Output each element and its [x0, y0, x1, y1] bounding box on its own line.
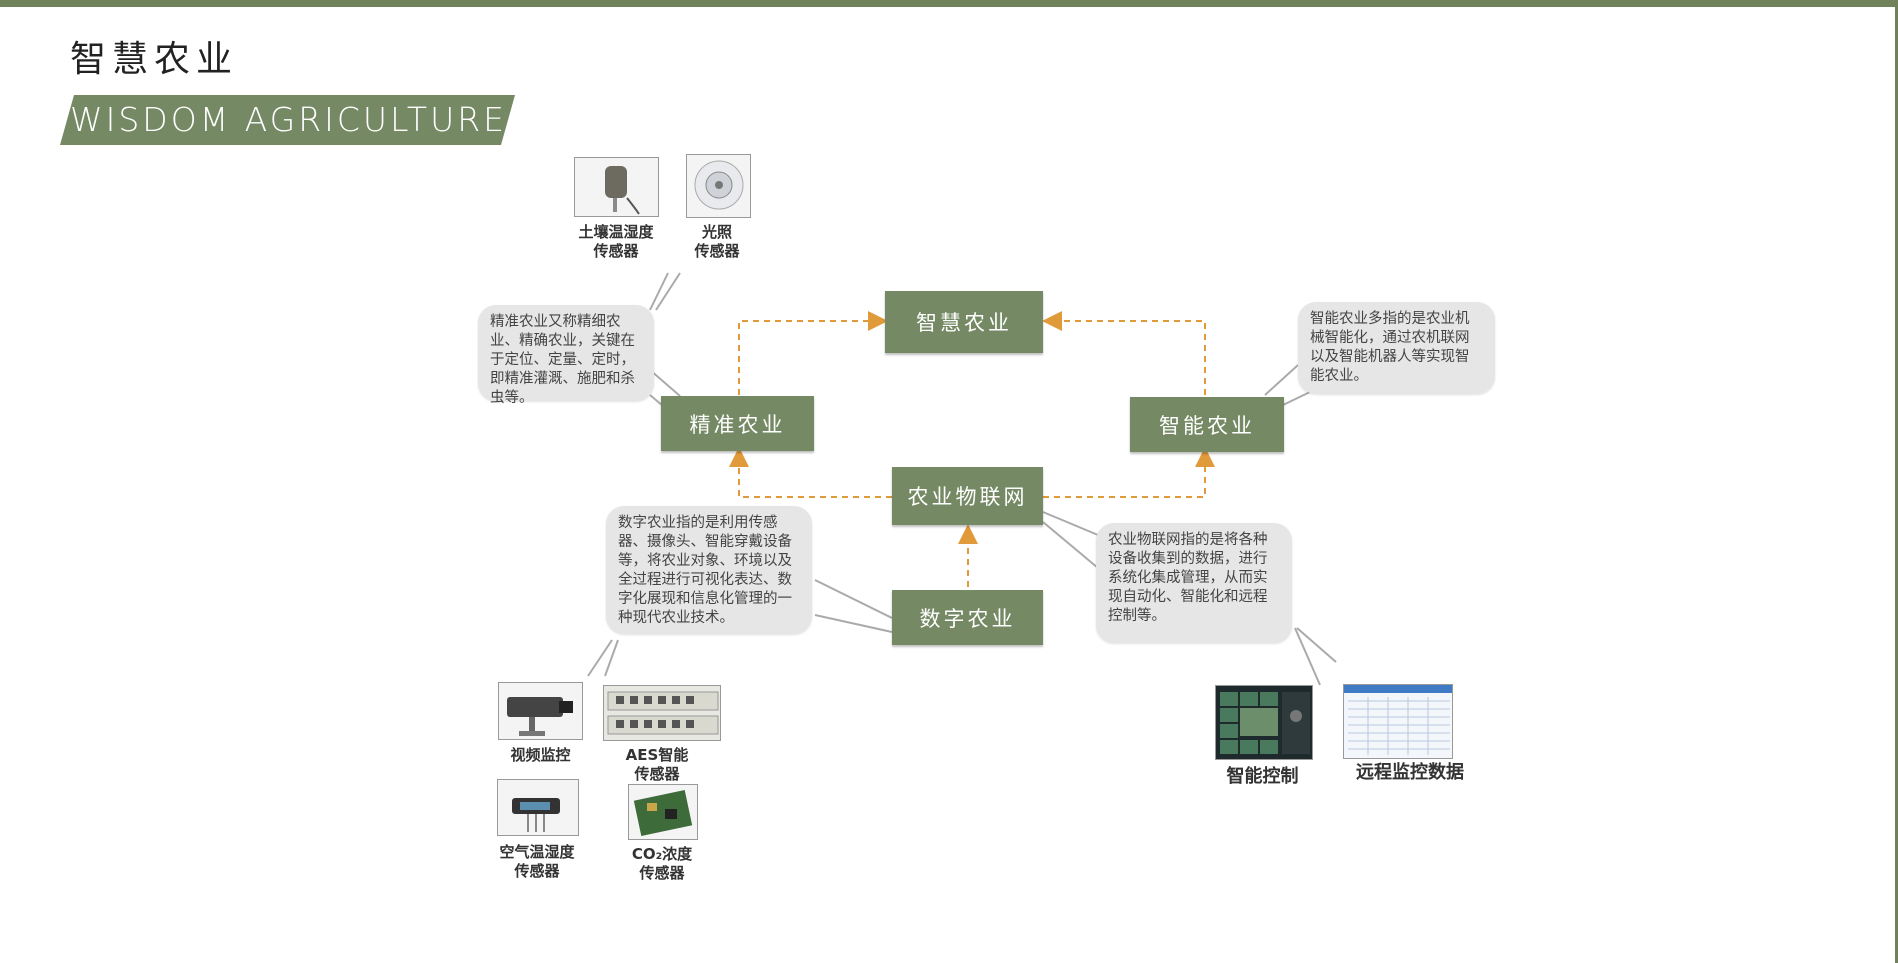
line-bubble-to-precision: [649, 369, 681, 397]
node-digital-agriculture: 数字农业: [892, 590, 1043, 645]
page-title: 智慧农业: [70, 39, 239, 80]
line-intelligent-to-bubble-2: [1282, 391, 1311, 406]
line-bubble-to-devices: [587, 639, 613, 677]
line-iot-to-bubble-2: [1042, 521, 1099, 569]
line-sensor-to-bubble-2: [655, 272, 681, 311]
node-precision-agriculture: 精准农业: [661, 396, 814, 451]
arrow-iot-to-precision: [729, 447, 892, 498]
arrow-precision-to-smart: [738, 311, 888, 395]
aes-sensor-image: [603, 685, 721, 741]
control-screen-icon: [1220, 692, 1310, 754]
line-iot-to-bubble: [1042, 511, 1099, 536]
remote-data-caption: 远程监控数据: [1356, 762, 1464, 783]
aes-sensor-caption: AES智能传感器: [625, 746, 689, 783]
page-subtitle: WISDOM AGRICULTURE: [70, 100, 508, 139]
soil-sensor-icon: [605, 166, 640, 215]
soil-sensor-image: [574, 157, 659, 217]
air-sensor-caption: 空气温湿度传感器: [499, 843, 575, 880]
arrow-intelligent-to-smart: [1042, 311, 1206, 395]
node-smart-agriculture: 智慧农业: [885, 291, 1043, 353]
node-intelligent-agriculture: 智能农业: [1130, 397, 1284, 452]
line-intelligent-to-bubble: [1264, 364, 1299, 396]
soil-sensor-caption: 土壤温湿度传感器: [578, 223, 654, 260]
bubble-precision-description: 精准农业又称精细农业、精确农业，关键在于定位、定量、定时，即精准灌溉、施肥和杀虫…: [478, 305, 654, 406]
top-accent-bar: [0, 0, 1898, 7]
aes-device-icon: [607, 691, 719, 735]
co2-sensor-caption: CO₂浓度传感器: [631, 845, 693, 882]
co2-sensor-image: [628, 784, 698, 840]
air-sensor-icon: [512, 798, 560, 832]
light-sensor-image: [686, 154, 751, 218]
line-bubble-to-precision-2: [649, 394, 664, 407]
data-table-icon: [1344, 685, 1452, 755]
line-bubble-to-monitor-2: [1296, 627, 1337, 663]
node-agri-iot: 农业物联网: [892, 467, 1043, 525]
line-sensor-to-bubble-1: [649, 272, 669, 311]
bubble-intelligent-description: 智能农业多指的是农业机械智能化，通过农机联网以及智能机器人等实现智能农业。: [1298, 302, 1495, 394]
light-sensor-icon: [694, 160, 744, 210]
smart-control-image: [1215, 685, 1313, 760]
video-monitor-caption: 视频监控: [510, 746, 571, 764]
smart-control-caption: 智能控制: [1226, 766, 1299, 787]
video-monitor-image: [498, 682, 583, 740]
line-digital-to-bubble-2: [814, 614, 893, 633]
line-bubble-to-monitor: [1294, 627, 1321, 686]
light-sensor-caption: 光照传感器: [694, 223, 740, 260]
subtitle-banner: [60, 95, 515, 145]
co2-sensor-icon: [633, 789, 693, 837]
right-accent-line: [1895, 0, 1898, 963]
camera-icon: [507, 697, 573, 736]
bubble-digital-description: 数字农业指的是利用传感器、摄像头、智能穿戴设备等，将农业对象、环境以及全过程进行…: [606, 506, 812, 634]
bubble-iot-description: 农业物联网指的是将各种设备收集到的数据，进行系统化集成管理，从而实现自动化、智能…: [1096, 523, 1292, 643]
line-bubble-to-devices-2: [604, 639, 619, 677]
arrow-iot-to-intelligent: [1043, 447, 1215, 498]
remote-data-image: [1343, 684, 1453, 759]
line-digital-to-bubble: [814, 579, 893, 619]
air-sensor-image: [497, 779, 579, 836]
